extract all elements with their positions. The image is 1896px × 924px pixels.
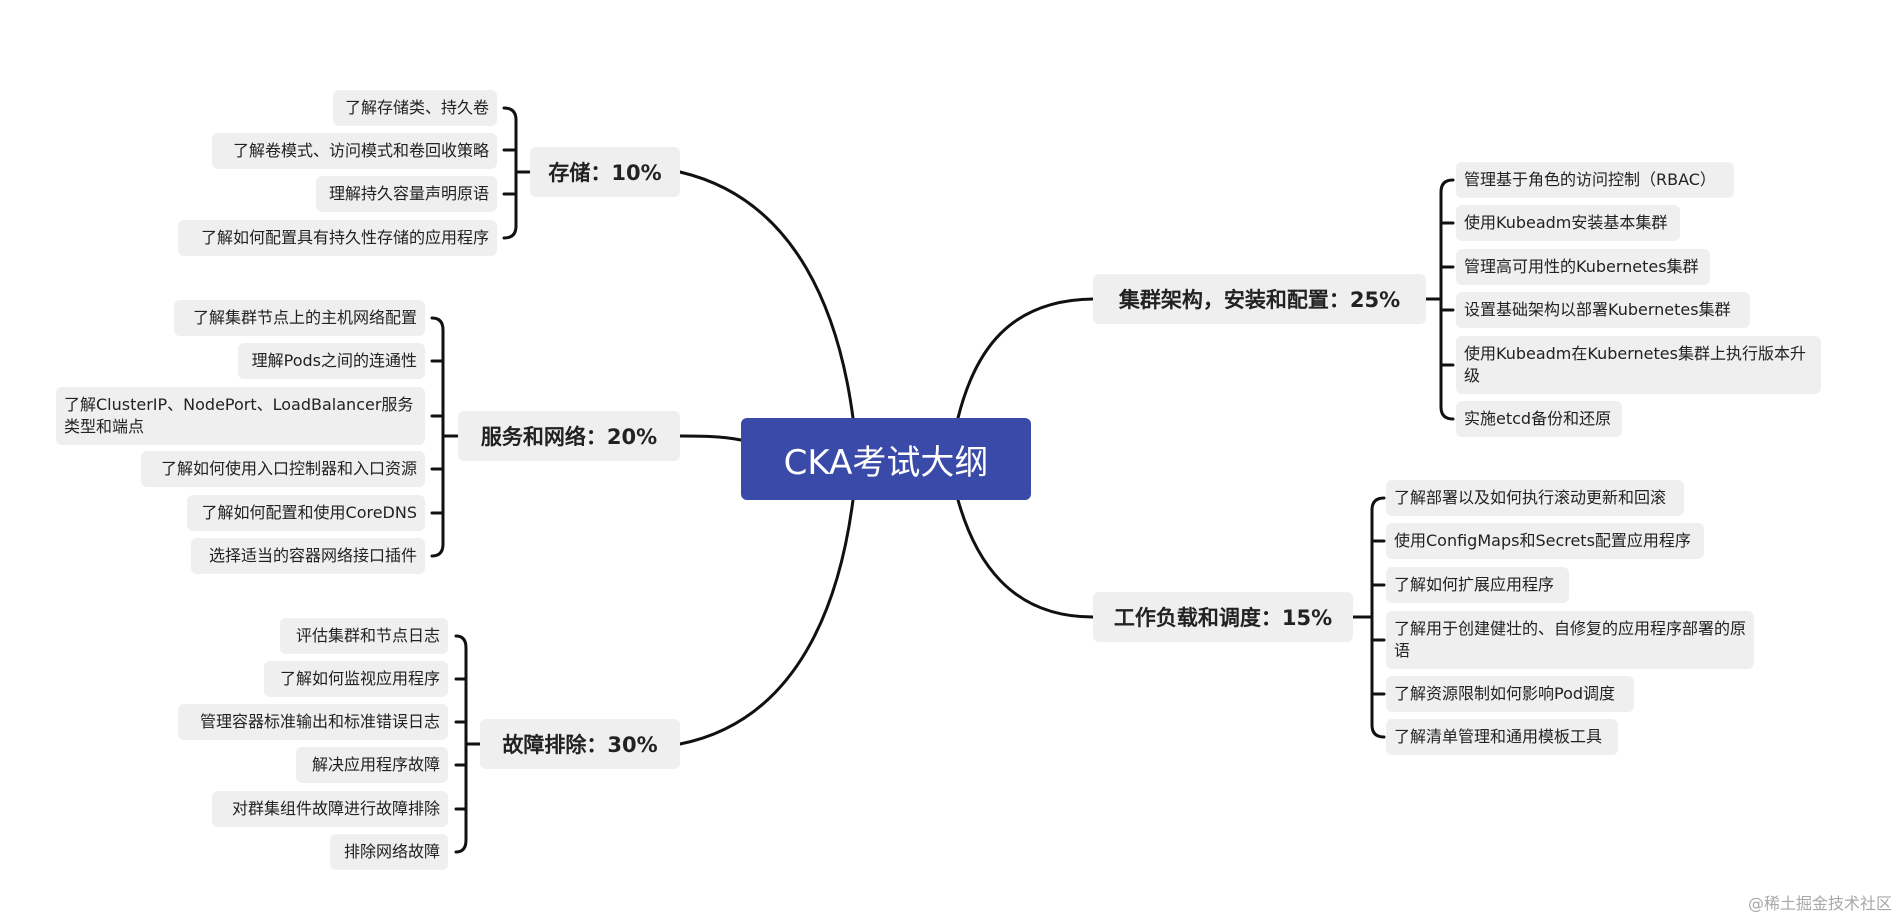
leaf-workload-1: 了解部署以及如何执行滚动更新和回滚 xyxy=(1386,480,1684,516)
leaf-label: 使用Kubeadm在Kubernetes集群上执行版本升级 xyxy=(1464,344,1806,385)
branch-label: 集群架构，安装和配置：25% xyxy=(1118,288,1401,312)
branch-label: 工作负载和调度：15% xyxy=(1113,606,1333,630)
leaf-storage-1: 了解存储类、持久卷 xyxy=(333,90,497,126)
leaf-workload-6: 了解清单管理和通用模板工具 xyxy=(1386,719,1618,755)
leaf-troubleshooting-1: 评估集群和节点日志 xyxy=(280,618,448,654)
leaf-workload-2: 使用ConfigMaps和Secrets配置应用程序 xyxy=(1386,523,1704,559)
leaf-network-3: 了解ClusterIP、NodePort、LoadBalancer服务类型和端点 xyxy=(56,387,425,445)
watermark: @稀土掘金技术社区 xyxy=(1747,894,1892,913)
leaf-label: 了解如何使用入口控制器和入口资源 xyxy=(160,459,417,478)
leaf-storage-4: 了解如何配置具有持久性存储的应用程序 xyxy=(178,220,497,256)
leaf-label: 了解集群节点上的主机网络配置 xyxy=(192,308,417,327)
leaf-cluster-4: 设置基础架构以部署Kubernetes集群 xyxy=(1456,292,1750,328)
leaf-troubleshooting-2: 了解如何监视应用程序 xyxy=(264,661,448,697)
leaf-network-1: 了解集群节点上的主机网络配置 xyxy=(174,300,425,336)
branch-label: 故障排除：30% xyxy=(502,733,658,757)
leaf-workload-3: 了解如何扩展应用程序 xyxy=(1386,567,1569,603)
leaf-label: 管理基于角色的访问控制（RBAC） xyxy=(1464,170,1716,189)
leaf-label: 对群集组件故障进行故障排除 xyxy=(231,799,440,818)
leaf-label: 使用ConfigMaps和Secrets配置应用程序 xyxy=(1394,531,1691,550)
leaf-label: 理解持久容量声明原语 xyxy=(328,184,489,203)
leaf-label: 实施etcd备份和还原 xyxy=(1464,409,1612,428)
leaf-label: 设置基础架构以部署Kubernetes集群 xyxy=(1464,300,1731,319)
leaf-storage-3: 理解持久容量声明原语 xyxy=(316,176,497,212)
leaf-troubleshooting-5: 对群集组件故障进行故障排除 xyxy=(212,791,448,827)
leaf-label: 了解用于创建健壮的、自修复的应用程序部署的原语 xyxy=(1394,619,1747,660)
leaf-cluster-2: 使用Kubeadm安装基本集群 xyxy=(1456,205,1680,241)
branch-workload-scheduling: 工作负载和调度：15% xyxy=(1093,592,1353,642)
branch-network: 服务和网络：20% xyxy=(458,411,680,461)
branch-label: 存储：10% xyxy=(548,161,662,185)
leaf-label: 排除网络故障 xyxy=(343,842,440,861)
leaf-cluster-3: 管理高可用性的Kubernetes集群 xyxy=(1456,249,1710,285)
leaf-label: 了解资源限制如何影响Pod调度 xyxy=(1394,684,1616,703)
leaf-label: 了解如何配置和使用CoreDNS xyxy=(201,503,417,522)
leaf-label: 管理容器标准输出和标准错误日志 xyxy=(199,712,440,731)
leaf-label: 了解卷模式、访问模式和卷回收策略 xyxy=(232,141,489,160)
leaf-label: 解决应用程序故障 xyxy=(311,755,440,774)
leaf-label: 了解清单管理和通用模板工具 xyxy=(1394,727,1603,746)
leaf-label: 选择适当的容器网络接口插件 xyxy=(208,546,417,565)
leaf-troubleshooting-4: 解决应用程序故障 xyxy=(296,747,448,783)
branch-troubleshooting: 故障排除：30% xyxy=(480,719,680,769)
leaf-label: 了解存储类、持久卷 xyxy=(344,98,489,117)
leaf-network-2: 理解Pods之间的连通性 xyxy=(238,343,425,379)
leaf-label: 理解Pods之间的连通性 xyxy=(251,351,417,370)
branch-label: 服务和网络：20% xyxy=(480,425,658,449)
leaf-cluster-1: 管理基于角色的访问控制（RBAC） xyxy=(1456,162,1734,198)
leaf-label: 了解如何监视应用程序 xyxy=(279,669,440,688)
leaf-label: 了解ClusterIP、NodePort、LoadBalancer服务类型和端点 xyxy=(64,395,414,436)
leaf-network-6: 选择适当的容器网络接口插件 xyxy=(191,538,425,574)
leaf-cluster-5: 使用Kubeadm在Kubernetes集群上执行版本升级 xyxy=(1456,336,1821,394)
leaf-network-5: 了解如何配置和使用CoreDNS xyxy=(187,495,425,531)
branch-storage: 存储：10% xyxy=(530,147,680,197)
leaf-workload-4: 了解用于创建健壮的、自修复的应用程序部署的原语 xyxy=(1386,611,1754,669)
mindmap-root-node: CKA考试大纲 xyxy=(741,418,1031,500)
leaf-label: 使用Kubeadm安装基本集群 xyxy=(1464,213,1668,232)
leaf-storage-2: 了解卷模式、访问模式和卷回收策略 xyxy=(212,133,497,169)
leaf-label: 了解如何配置具有持久性存储的应用程序 xyxy=(200,228,489,247)
leaf-label: 管理高可用性的Kubernetes集群 xyxy=(1464,257,1699,276)
root-title: CKA考试大纲 xyxy=(783,442,989,483)
leaf-troubleshooting-3: 管理容器标准输出和标准错误日志 xyxy=(178,704,448,740)
leaf-troubleshooting-6: 排除网络故障 xyxy=(330,834,448,870)
leaf-label: 了解部署以及如何执行滚动更新和回滚 xyxy=(1394,488,1667,507)
leaf-cluster-6: 实施etcd备份和还原 xyxy=(1456,401,1622,437)
leaf-workload-5: 了解资源限制如何影响Pod调度 xyxy=(1386,676,1634,712)
branch-cluster-architecture: 集群架构，安装和配置：25% xyxy=(1093,274,1426,324)
leaf-label: 了解如何扩展应用程序 xyxy=(1394,575,1555,594)
leaf-network-4: 了解如何使用入口控制器和入口资源 xyxy=(141,451,425,487)
leaf-label: 评估集群和节点日志 xyxy=(295,626,440,645)
